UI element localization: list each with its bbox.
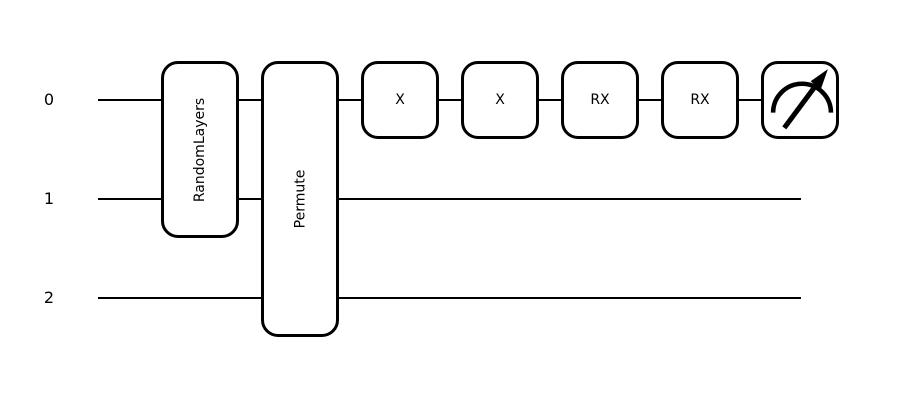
wire-1 [98, 198, 801, 200]
measurement-gate [761, 61, 839, 139]
gate-randomlayers: RandomLayers [161, 61, 239, 238]
gate-permute: Permute [261, 61, 339, 337]
gate-rx: RX [561, 61, 639, 139]
measurement-gauge-icon [770, 69, 834, 130]
wire-2 [98, 297, 801, 299]
wire-label-0: 0 [43, 90, 55, 109]
gate-label: RX [590, 92, 610, 108]
gate-label: RX [690, 92, 710, 108]
gate-label: Permute [292, 169, 308, 229]
gate-label: X [395, 92, 405, 108]
wire-0 [98, 99, 801, 101]
gate-x: X [461, 61, 539, 139]
gate-x: X [361, 61, 439, 139]
wire-label-2: 2 [43, 288, 55, 307]
gate-label: X [495, 92, 505, 108]
wire-label-1: 1 [43, 189, 55, 208]
gate-label: RandomLayers [192, 97, 209, 202]
gate-rx: RX [661, 61, 739, 139]
